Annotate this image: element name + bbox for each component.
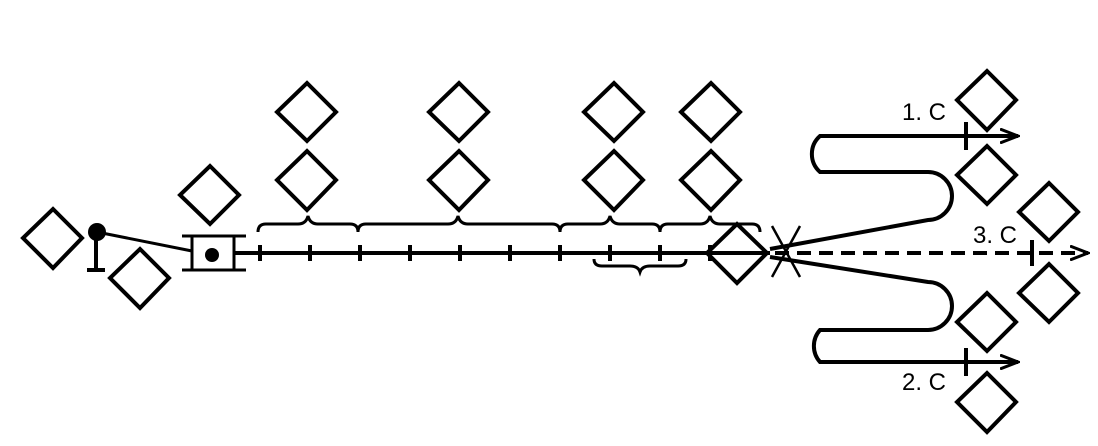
brace bbox=[256, 215, 360, 233]
brace bbox=[356, 215, 562, 233]
signal-diamond bbox=[1016, 261, 1081, 325]
brace bbox=[592, 258, 688, 277]
left-section bbox=[20, 206, 193, 311]
signal-diamond bbox=[274, 148, 339, 213]
upper-braces bbox=[256, 215, 762, 233]
signal-diamond bbox=[107, 246, 172, 311]
signal-diamond bbox=[954, 370, 1019, 435]
signal-diamond bbox=[20, 206, 85, 271]
signal-diamond bbox=[426, 80, 491, 144]
signal-diamond bbox=[678, 80, 743, 144]
signal-diamond bbox=[954, 143, 1019, 207]
signal-diamond bbox=[954, 290, 1019, 354]
injector bbox=[177, 163, 246, 272]
output-1-label: 1. C bbox=[902, 99, 947, 126]
signal-diamond bbox=[581, 80, 646, 144]
serpentine-path bbox=[769, 255, 1018, 362]
upper-branch bbox=[769, 68, 1019, 251]
signal-diamond bbox=[704, 221, 770, 286]
pivot-dot bbox=[88, 223, 106, 241]
brace bbox=[558, 215, 662, 233]
lever-line bbox=[96, 230, 193, 253]
injector-dot bbox=[205, 248, 219, 262]
brace bbox=[658, 215, 762, 233]
lower-brace bbox=[592, 258, 688, 277]
signal-diamond bbox=[274, 80, 339, 144]
signal-diamond bbox=[581, 148, 646, 213]
main-beamline bbox=[234, 245, 770, 261]
signal-diamond bbox=[678, 148, 743, 213]
signal-diamond bbox=[954, 68, 1019, 133]
output-2-label: 2. C bbox=[902, 369, 947, 396]
straight-branch bbox=[775, 180, 1088, 325]
signal-diamond bbox=[426, 148, 491, 213]
lower-branch bbox=[769, 255, 1019, 435]
serpentine-path bbox=[769, 136, 1018, 251]
signal-diamond bbox=[1016, 180, 1081, 244]
diamond-columns bbox=[274, 80, 743, 213]
output-3-label: 3. C bbox=[973, 222, 1018, 249]
signal-diamond bbox=[177, 163, 242, 227]
